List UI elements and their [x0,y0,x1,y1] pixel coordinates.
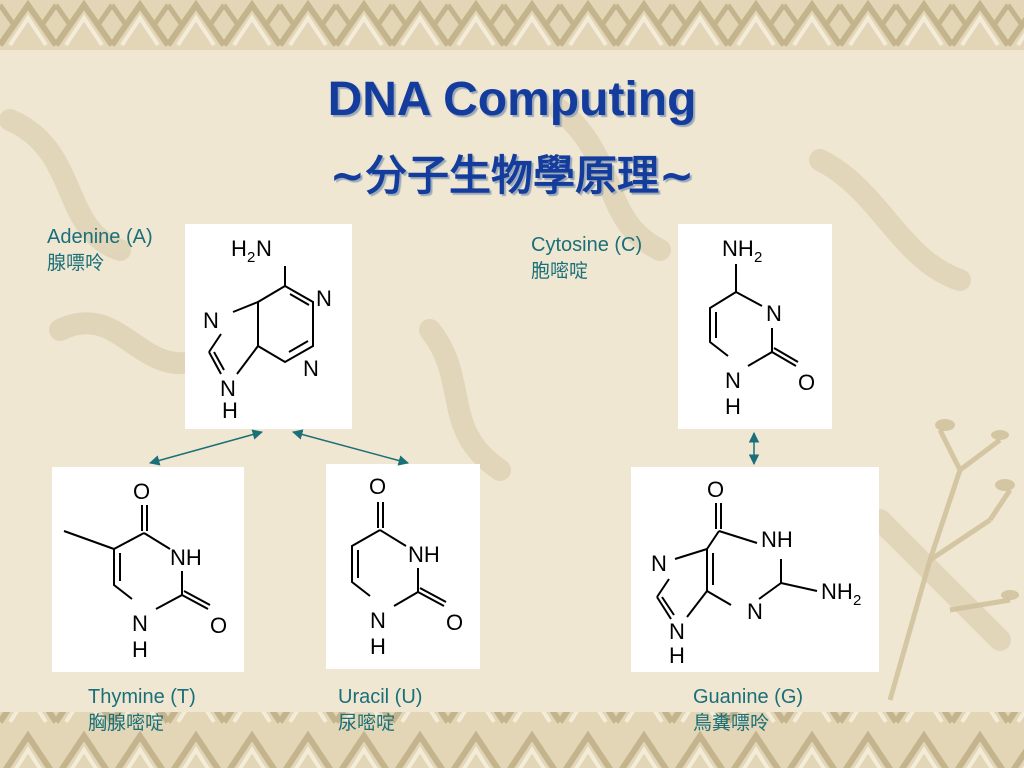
svg-text:H: H [669,643,685,668]
cytosine-label: Cytosine (C) 胞嘧啶 [531,232,642,284]
svg-text:O: O [133,479,150,504]
cytosine-chinese: 胞嘧啶 [531,260,589,282]
guanine-name: Guanine (G) [693,686,804,708]
svg-text:NH: NH [821,579,853,604]
svg-text:O: O [798,370,815,395]
svg-text:2: 2 [247,249,255,266]
thymine-label: Thymine (T) 胸腺嘧啶 [88,684,196,736]
svg-text:N: N [303,356,319,381]
uracil-name: Uracil (U) [338,686,423,708]
svg-text:N: N [370,608,386,633]
svg-text:O: O [210,613,227,638]
slide-subtitle: ~分子生物學原理~ [329,151,695,200]
svg-text:N: N [747,599,763,624]
svg-text:N: N [256,236,272,261]
svg-text:O: O [707,477,724,502]
svg-text:NH: NH [170,545,202,570]
thymine-chinese: 胸腺嘧啶 [88,712,165,734]
svg-text:2: 2 [754,249,762,266]
svg-text:H: H [222,398,238,423]
svg-text:N: N [203,308,219,333]
svg-text:N: N [316,286,332,311]
svg-text:NH: NH [761,527,793,552]
svg-text:N: N [766,301,782,326]
svg-text:H: H [370,634,386,659]
svg-text:NH: NH [408,542,440,567]
adenine-name: Adenine (A) [47,226,153,248]
thymine-structure: O NH N H O [52,467,244,672]
guanine-label: Guanine (G) 鳥糞嘌呤 [693,684,803,736]
uracil-label: Uracil (U) 尿嘧啶 [338,684,422,736]
guanine-chinese: 鳥糞嘌呤 [693,712,770,734]
adenine-label: Adenine (A) 腺嘌呤 [47,224,153,276]
svg-text:2: 2 [853,592,861,609]
svg-text:O: O [446,610,463,635]
svg-text:N: N [725,368,741,393]
svg-text:H: H [725,394,741,419]
uracil-chinese: 尿嘧啶 [338,712,396,734]
svg-text:N: N [220,376,236,401]
adenine-chinese: 腺嘌呤 [47,252,105,274]
svg-text:N: N [669,619,685,644]
svg-text:N: N [132,611,148,636]
uracil-structure: O NH N H O [326,464,480,669]
svg-text:NH: NH [722,236,754,261]
svg-text:H: H [132,637,148,662]
svg-text:H: H [231,236,247,261]
slide-title: DNA Computing [327,73,697,126]
cytosine-name: Cytosine (C) [531,234,643,256]
svg-text:N: N [651,551,667,576]
svg-text:O: O [369,474,386,499]
thymine-name: Thymine (T) [88,686,196,708]
